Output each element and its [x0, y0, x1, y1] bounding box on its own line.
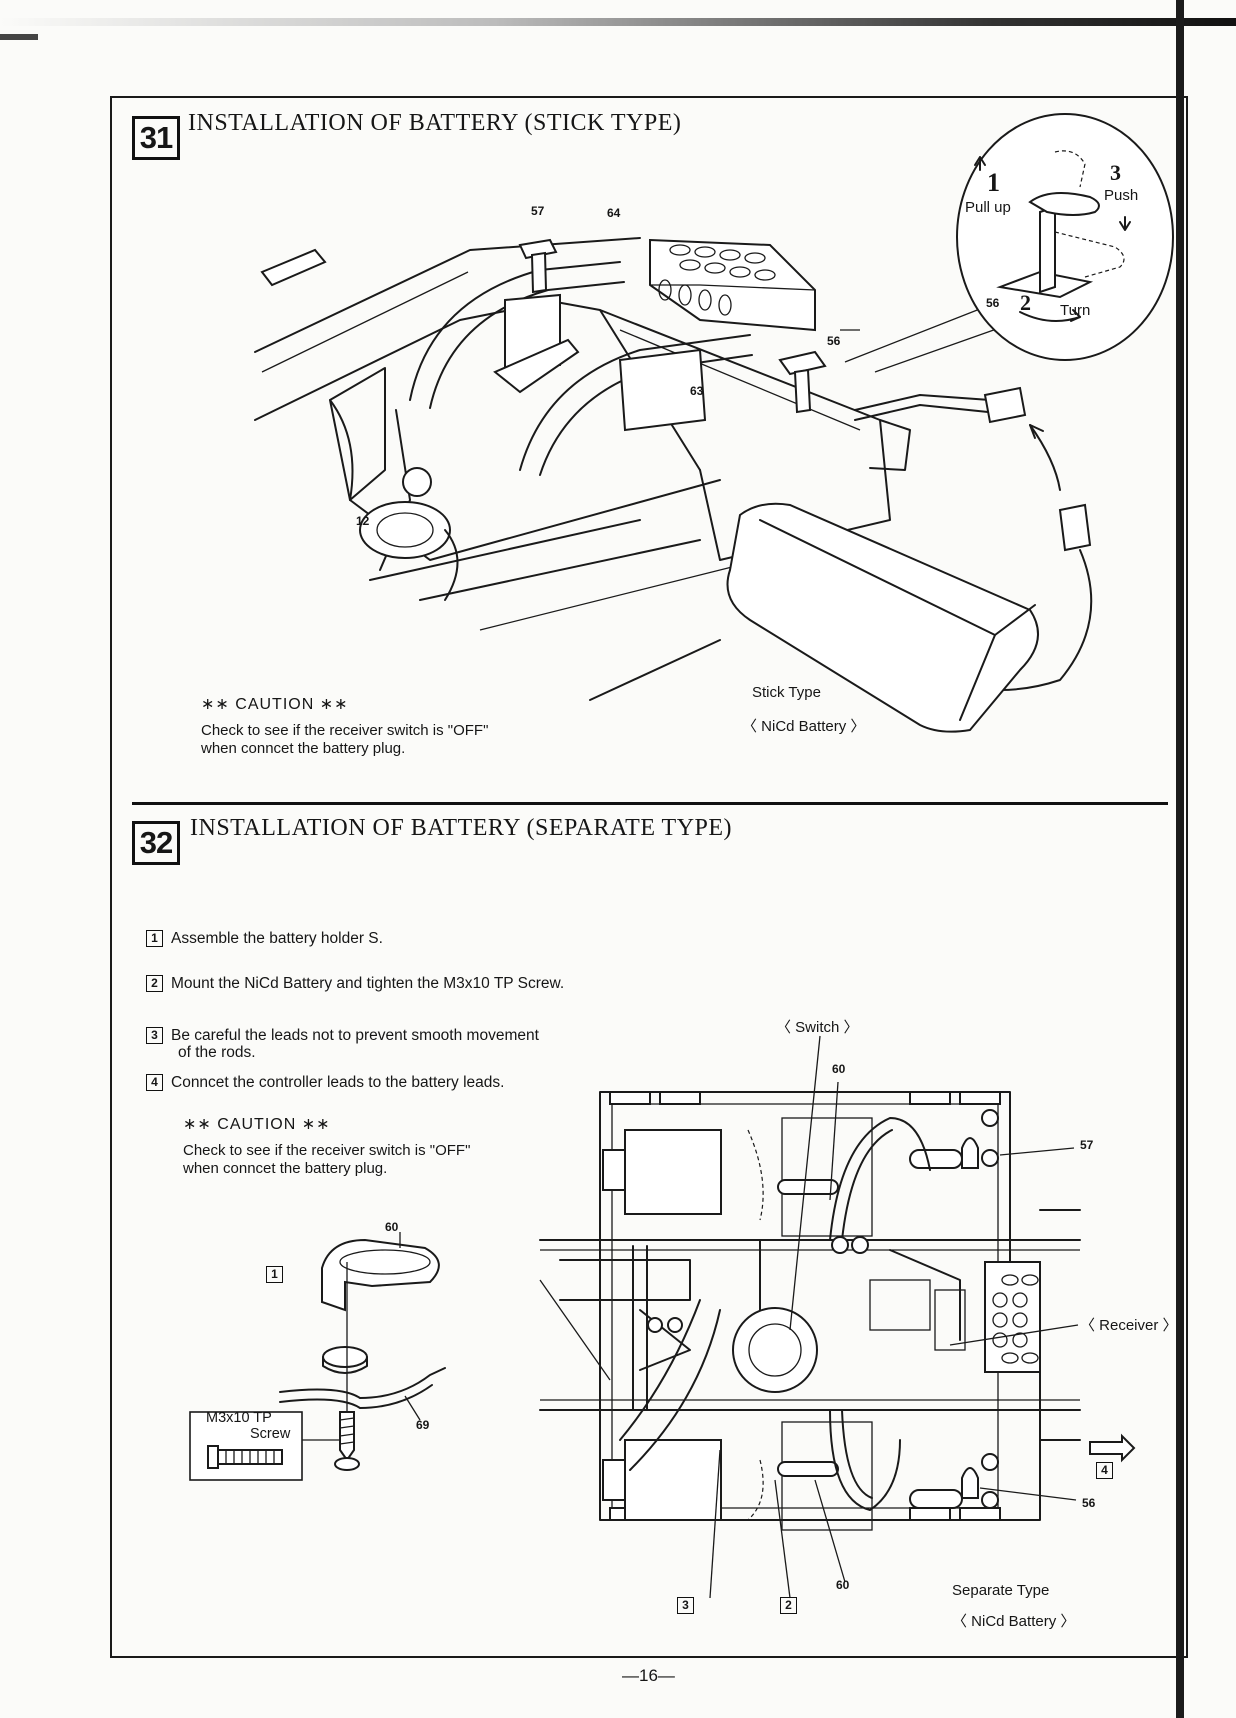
detail-step-1: 1 [987, 168, 1000, 197]
chassis-step-4-box: 4 [1096, 1462, 1113, 1479]
chassis-part-60-top: 60 [832, 1062, 846, 1076]
step-4-text: Conncet the controller leads to the batt… [171, 1074, 505, 1091]
step-4-box: 4 [146, 1074, 163, 1091]
section-32-number: 32 [132, 821, 180, 865]
chassis-step-4: 4 [1096, 1462, 1121, 1479]
chassis-step-2-box: 2 [780, 1597, 797, 1614]
stick-holder-detail-circle [956, 113, 1174, 361]
stick-battery-label-type: Stick Type [752, 684, 821, 701]
chassis-step-2: 2 [780, 1597, 805, 1614]
chassis-step-3-box: 3 [677, 1597, 694, 1614]
screw-label-line2: Screw [250, 1426, 291, 1442]
caution-31-title: ∗∗ CAUTION ∗∗ [201, 696, 349, 713]
step-3: 3 Be careful the leads not to prevent smo… [146, 1027, 539, 1044]
detail-turn-label: Turn [1060, 302, 1091, 319]
callout-56: 56 [827, 334, 841, 348]
holder-part-60: 60 [385, 1220, 399, 1234]
detail-step-3: 3 [1110, 160, 1121, 185]
holder-part-69: 69 [416, 1418, 430, 1432]
receiver-label: 〈 Receiver 〉 [1080, 1317, 1178, 1334]
step-1: 1 Assemble the battery holder S. [146, 930, 383, 947]
caution-32-title: ∗∗ CAUTION ∗∗ [183, 1116, 331, 1133]
section-31-title: INSTALLATION OF BATTERY (STICK TYPE) [188, 110, 682, 136]
switch-label: 〈 Switch 〉 [776, 1019, 859, 1036]
page-number: —16— [622, 1666, 675, 1685]
separate-battery-label-type: Separate Type [952, 1582, 1050, 1599]
detail-step-2: 2 [1020, 290, 1031, 315]
chassis-part-60-bottom: 60 [836, 1578, 850, 1592]
step-2-box: 2 [146, 975, 163, 992]
screw-label-line1: M3x10 TP [206, 1410, 272, 1426]
caution-32-line1: Check to see if the receiver switch is "… [183, 1142, 471, 1159]
holder-step-1: 1 [266, 1266, 291, 1283]
caution-31-line2: when conncet the battery plug. [201, 740, 406, 757]
callout-12: 12 [356, 514, 370, 528]
chassis-part-57: 57 [1080, 1138, 1094, 1152]
caution-31-line1: Check to see if the receiver switch is "… [201, 722, 489, 739]
page-top-edge [0, 18, 1236, 26]
step-3-text: Be careful the leads not to prevent smoo… [171, 1027, 539, 1044]
page-frame [110, 96, 1188, 1658]
step-3-box: 3 [146, 1027, 163, 1044]
step-2: 2 Mount the NiCd Battery and tighten the … [146, 975, 564, 992]
step-3-text-cont: of the rods. [178, 1044, 256, 1061]
step-1-text: Assemble the battery holder S. [171, 930, 383, 947]
page-left-mark [0, 34, 38, 40]
section-32-title: INSTALLATION OF BATTERY (SEPARATE TYPE) [190, 815, 733, 841]
separate-battery-label-nicd: 〈 NiCd Battery 〉 [952, 1613, 1076, 1630]
callout-64: 64 [607, 206, 621, 220]
chassis-part-56: 56 [1082, 1496, 1096, 1510]
step-1-box: 1 [146, 930, 163, 947]
detail-push-label: Push [1104, 187, 1139, 204]
callout-63: 63 [690, 384, 704, 398]
stick-battery-label-nicd: 〈 NiCd Battery 〉 [742, 718, 866, 735]
page-right-edge [1176, 0, 1184, 1718]
stick-battery-illustration [254, 237, 1093, 733]
chassis-step-3: 3 [677, 1597, 702, 1614]
callout-56-detail: 56 [986, 296, 1000, 310]
detail-pull-up-label: Pull up [965, 199, 1011, 216]
step-2-text: Mount the NiCd Battery and tighten the M… [171, 975, 565, 992]
section-divider [132, 802, 1168, 805]
step-4: 4 Conncet the controller leads to the bat… [146, 1074, 504, 1091]
section-31-number: 31 [132, 116, 180, 160]
callout-57: 57 [531, 204, 545, 218]
holder-step-1-box: 1 [266, 1266, 283, 1283]
caution-32-line2: when conncet the battery plug. [183, 1160, 388, 1177]
